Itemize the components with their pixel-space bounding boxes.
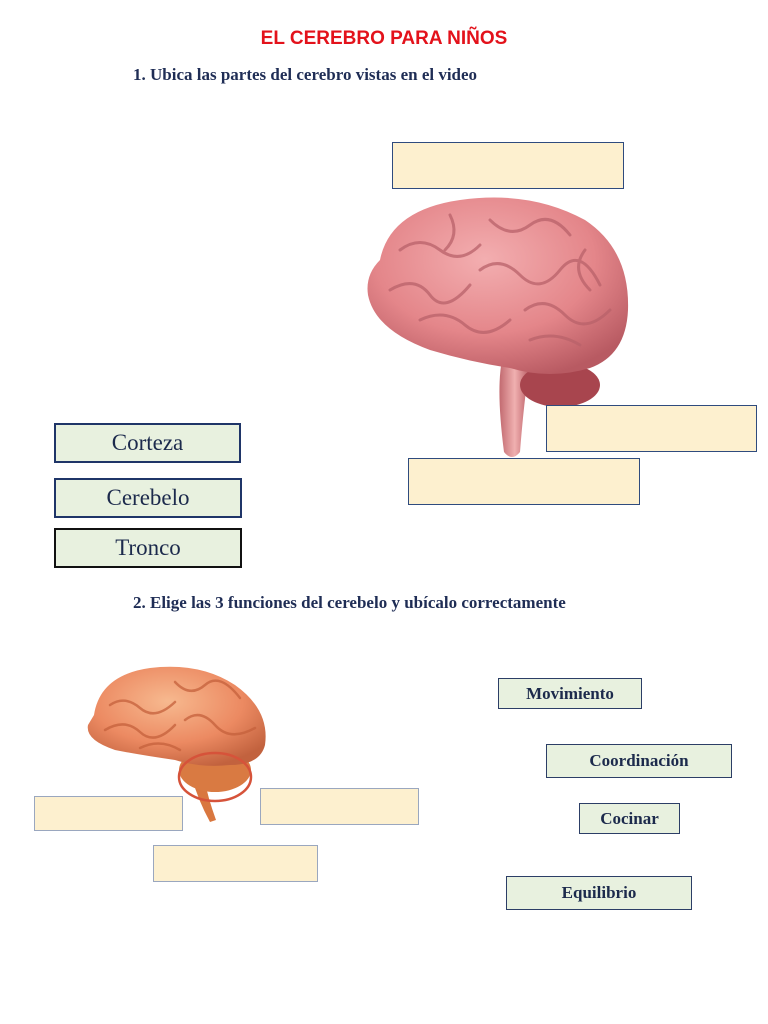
- answer-blank-bottom[interactable]: [408, 458, 640, 505]
- cerebellum: [520, 363, 600, 407]
- question-2: 2. Elige las 3 funciones del cerebelo y …: [133, 593, 566, 612]
- function-blank-right[interactable]: [260, 788, 419, 825]
- answer-blank-right[interactable]: [546, 405, 757, 452]
- brain-cerebellum-illustration: [87, 666, 266, 822]
- question-1: 1. Ubica las partes del cerebro vistas e…: [133, 65, 478, 84]
- brain-illustration: [367, 197, 629, 457]
- cerebellum-highlight-circle: [177, 751, 253, 803]
- word-option-corteza[interactable]: Corteza: [54, 423, 241, 463]
- function-option-movimiento[interactable]: Movimiento: [498, 678, 642, 709]
- cerebrum: [367, 197, 629, 374]
- function-option-coordinacion[interactable]: Coordinación: [546, 744, 732, 778]
- function-option-equilibrio[interactable]: Equilibrio: [506, 876, 692, 910]
- function-blank-bottom[interactable]: [153, 845, 318, 882]
- page-title: EL CEREBRO PARA NIÑOS: [260, 28, 508, 49]
- function-blank-left[interactable]: [34, 796, 183, 831]
- cerebrum: [87, 666, 266, 766]
- answer-blank-top[interactable]: [392, 142, 624, 189]
- word-option-tronco[interactable]: Tronco: [54, 528, 242, 568]
- function-option-cocinar[interactable]: Cocinar: [579, 803, 680, 834]
- word-option-cerebelo[interactable]: Cerebelo: [54, 478, 242, 518]
